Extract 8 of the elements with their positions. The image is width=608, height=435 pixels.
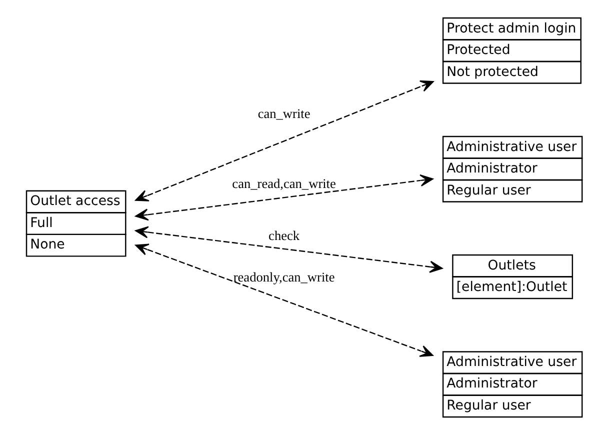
arrow <box>135 226 443 273</box>
arrow <box>135 174 434 221</box>
edge-label: can_write <box>258 106 310 122</box>
edge-label: check <box>268 228 300 244</box>
edge-label: can_read,can_write <box>232 176 336 192</box>
arrow <box>135 244 434 357</box>
arrow <box>135 80 434 202</box>
edge-label: readonly,can_write <box>233 269 335 284</box>
